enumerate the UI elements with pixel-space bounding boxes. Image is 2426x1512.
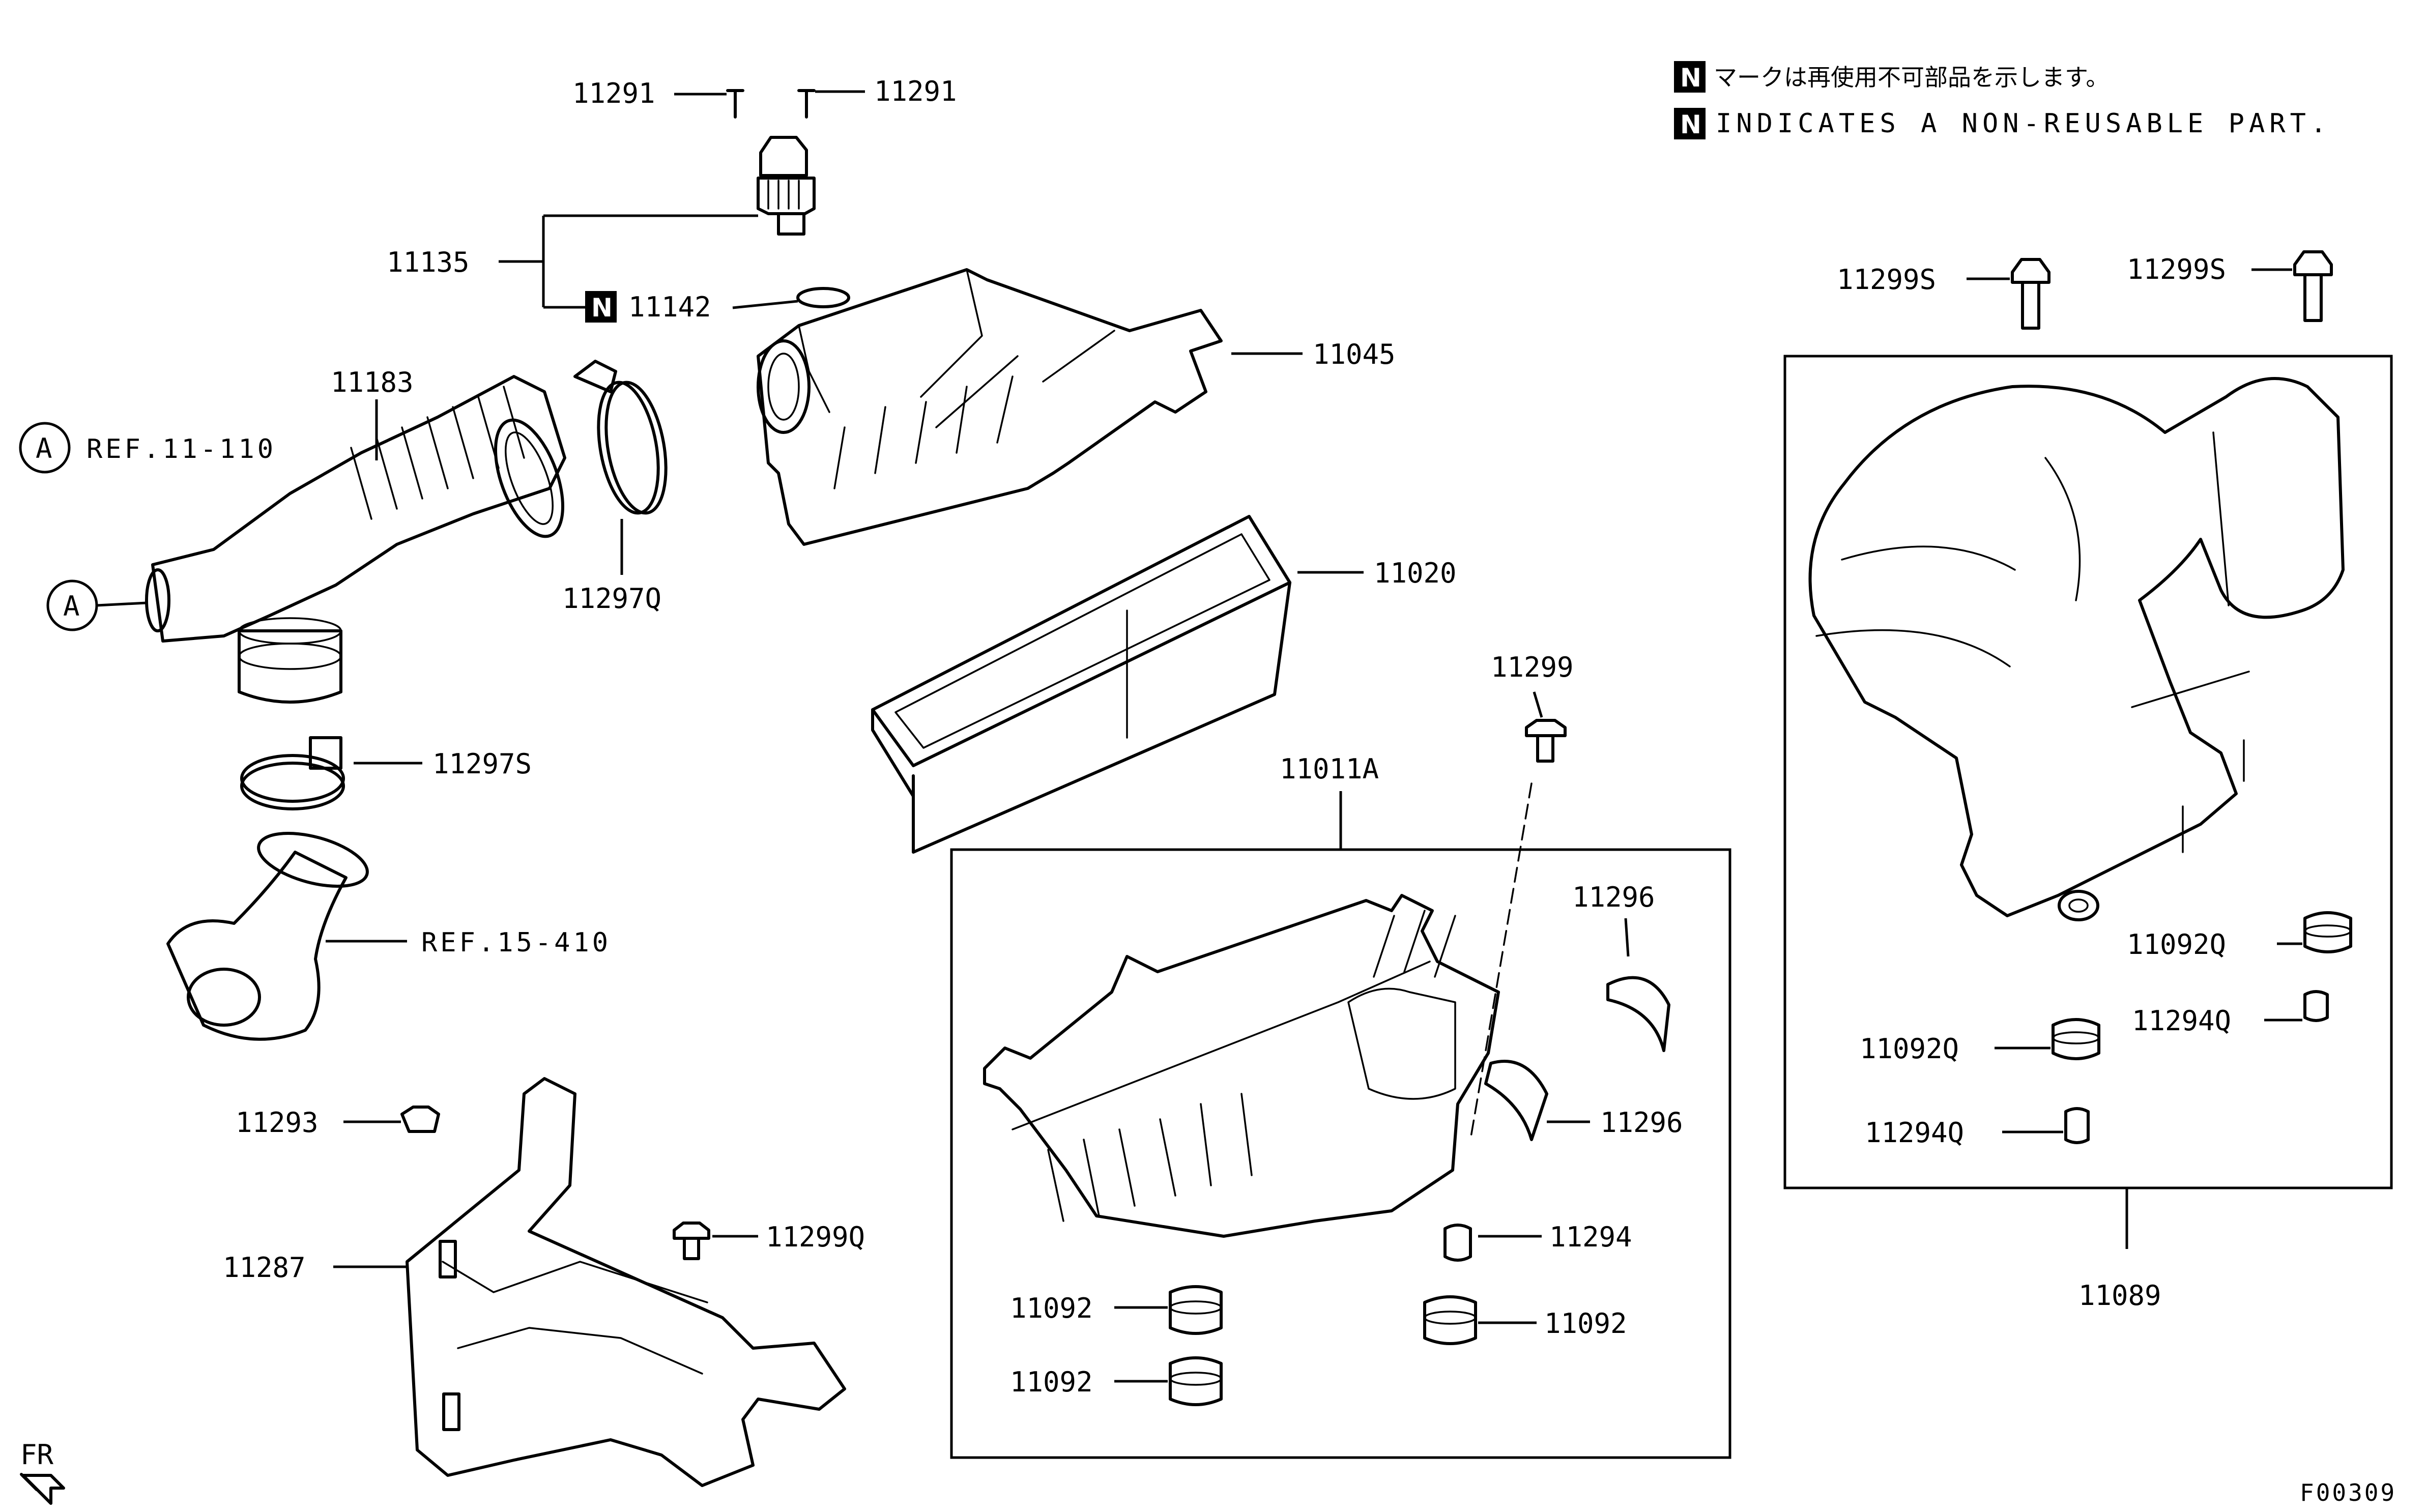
part-11297s-clamp: 11297S: [240, 736, 532, 810]
label-11296-top: 11296: [1572, 881, 1655, 913]
circle-a-label: A: [36, 432, 52, 464]
grommet-icon: [1423, 1295, 1477, 1345]
label-11142: 11142: [628, 291, 711, 323]
badge-n-label: N: [591, 293, 613, 323]
intake-hose-icon: [151, 375, 566, 643]
label-11092-a: 11092: [1010, 1292, 1093, 1324]
part-11045-cover: 11045: [757, 268, 1396, 546]
label-11183: 11183: [331, 366, 414, 398]
label-11293: 11293: [236, 1107, 319, 1139]
part-11287-bracket: 11287: [223, 1077, 846, 1487]
fr-arrow-icon: [20, 1473, 65, 1505]
part-11291: 11291 11291: [572, 75, 957, 119]
sensor-connector-icon: [759, 136, 808, 177]
label-11092q-b: 11092Q: [1860, 1033, 1959, 1065]
label-11296-mid: 11296: [1600, 1107, 1683, 1139]
part-11142-oring: N 11142: [585, 287, 850, 323]
clamp-icon: [597, 381, 660, 515]
clamp-small-icon: [240, 754, 345, 803]
label-ref-15-410: REF.15-410: [421, 927, 611, 958]
label-11089: 11089: [2078, 1280, 2161, 1312]
hose-end-icon: [494, 418, 564, 538]
label-11299q: 11299Q: [766, 1221, 865, 1253]
group-frame-11089: [1783, 355, 2393, 1189]
grommet-icon: [1169, 1285, 1223, 1335]
badge-n-icon: [1674, 108, 1706, 139]
air-duct-icon: [1808, 377, 2345, 917]
clip-icon: [1606, 976, 1670, 1052]
label-11299: 11299: [1491, 651, 1574, 683]
part-11294-pin: 11294: [1443, 1221, 1632, 1262]
hose-inlet-icon: [145, 568, 170, 632]
label-11291-right: 11291: [874, 75, 957, 107]
grommet-icon: [1169, 1356, 1223, 1406]
label-11291-left: 11291: [572, 77, 655, 109]
label-11135: 11135: [387, 246, 470, 278]
label-11297s: 11297S: [432, 748, 532, 780]
cover-inlet-icon: [757, 339, 811, 434]
part-11299-bolt: 11299: [1469, 651, 1574, 1141]
grommet-icon: [2052, 1018, 2100, 1060]
pin-icon: [2303, 990, 2329, 1022]
bolt-icon: [1525, 719, 1567, 763]
air-cleaner-case-icon: [983, 894, 1500, 1238]
part-11296-clips: 11296 11296: [1484, 881, 1683, 1141]
oring-icon: [796, 287, 850, 308]
ref-15-410: REF.15-410: [166, 832, 611, 1041]
part-11297q-clamp: 11297Q: [562, 360, 668, 615]
elbow-duct-icon: [166, 851, 348, 1041]
label-11299s-left: 11299S: [1837, 264, 1936, 296]
part-11092-grommets: 11092 11092 11092: [1010, 1285, 1627, 1406]
label-11092-b: 11092: [1010, 1366, 1093, 1398]
screw-left-icon: [726, 89, 744, 119]
bolt-icon: [2011, 258, 2050, 330]
label-11045: 11045: [1313, 338, 1396, 370]
circle-a-label: A: [63, 590, 80, 622]
grommet-icon: [2303, 911, 2352, 953]
nut-icon: [400, 1106, 440, 1133]
label-11299s-right: 11299S: [2127, 253, 2226, 285]
label-11294: 11294: [1549, 1221, 1632, 1253]
part-11293-nut: 11293: [236, 1106, 440, 1139]
part-11011a-housing: 11011A: [950, 753, 1731, 1459]
part-11299q-bolt: 11299Q: [673, 1221, 865, 1260]
part-11020-filter: 11020: [871, 515, 1457, 854]
figure-code: F00309: [2300, 1479, 2396, 1506]
label-11297q: 11297Q: [562, 583, 661, 615]
label-11011a: 11011A: [1280, 753, 1379, 785]
pin-icon: [2064, 1107, 2090, 1144]
part-11089-duct: 11089 11092Q 11294Q 11092Q 11294Q: [1783, 355, 2393, 1312]
part-11135-sensor: 11135: [387, 136, 816, 309]
badge-n-label: N: [1680, 110, 1701, 139]
ref-11-110: A REF.11-110 A: [19, 422, 276, 631]
label-11294q-a: 11294Q: [2132, 1005, 2231, 1037]
clip-icon: [1484, 1060, 1548, 1141]
circle-a-icon: [19, 422, 71, 474]
screw-right-icon: [797, 89, 816, 119]
pin-icon: [1443, 1224, 1472, 1262]
label-11287: 11287: [223, 1252, 306, 1284]
label-11294q-b: 11294Q: [1865, 1117, 1964, 1149]
air-cleaner-cover-icon: [757, 268, 1223, 546]
bracket-icon: [406, 1077, 846, 1487]
bolt-icon: [673, 1222, 710, 1260]
part-11183-hose: 11183: [145, 366, 566, 704]
bolt-icon: [2293, 250, 2333, 322]
label-11092q-a: 11092Q: [2127, 928, 2226, 961]
front-indicator: FR: [20, 1439, 65, 1505]
label-ref-11-110: REF.11-110: [86, 434, 276, 464]
part-11299s-bolts: 11299S 11299S: [1837, 250, 2333, 330]
fr-label: FR: [20, 1439, 54, 1471]
filter-top-icon: [871, 515, 1291, 767]
note-jp: マークは再使用不可部品を示します。: [1714, 64, 2109, 91]
note-en: INDICATES A NON-REUSABLE PART.: [1716, 108, 2331, 139]
badge-n-label: N: [1680, 63, 1701, 93]
badge-n-icon: [1674, 61, 1706, 93]
non-reusable-notes: N マークは再使用不可部品を示します。 N INDICATES A NON-RE…: [1674, 61, 2331, 139]
label-11092-c: 11092: [1544, 1307, 1627, 1340]
label-11020: 11020: [1374, 557, 1457, 589]
